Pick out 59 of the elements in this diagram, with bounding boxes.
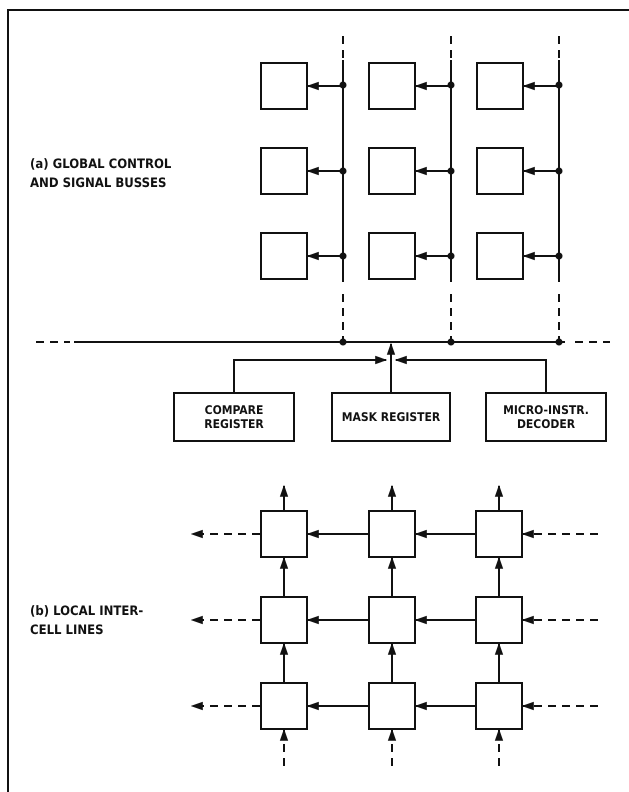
arrow — [306, 616, 368, 624]
cell-box — [260, 510, 308, 558]
register-box: MASK REGISTER — [331, 392, 451, 442]
arrow — [414, 82, 451, 90]
arrow — [306, 82, 343, 90]
arrow — [190, 702, 260, 710]
cell-box — [368, 147, 416, 195]
arrow — [280, 556, 288, 596]
cell-box — [260, 596, 308, 644]
cell-box — [368, 62, 416, 110]
arrow — [233, 356, 388, 392]
cell-box — [368, 596, 416, 644]
section-label: (a) GLOBAL CONTROL AND SIGNAL BUSSES — [30, 156, 172, 193]
arrow — [190, 616, 260, 624]
cell-box — [260, 682, 308, 730]
cell-box — [260, 147, 308, 195]
cell-box — [368, 232, 416, 280]
arrow — [190, 530, 260, 538]
arrow — [306, 166, 343, 176]
arrow — [522, 252, 559, 260]
cell-box — [476, 232, 524, 280]
arrow — [306, 252, 343, 260]
arrow — [414, 252, 451, 260]
arrow — [388, 484, 396, 510]
arrow — [494, 484, 504, 510]
arrow — [386, 342, 396, 392]
cell-box — [475, 596, 523, 644]
arrow — [306, 702, 368, 710]
arrow — [414, 166, 451, 176]
cell-box — [475, 510, 523, 558]
arrow — [494, 642, 504, 682]
arrow — [494, 556, 504, 596]
arrow — [414, 702, 475, 710]
cell-box — [368, 682, 416, 730]
arrow — [280, 484, 288, 510]
register-box: MICRO-INSTR. DECODER — [485, 392, 607, 442]
arrow — [522, 82, 559, 90]
arrow — [494, 728, 504, 766]
arrow — [522, 530, 598, 538]
cell-box — [476, 62, 524, 110]
arrow — [522, 702, 598, 710]
arrow — [388, 728, 396, 766]
register-box: COMPARE REGISTER — [173, 392, 295, 442]
cell-box — [476, 147, 524, 195]
arrow — [522, 166, 559, 176]
arrow — [280, 728, 288, 766]
arrow — [522, 616, 598, 624]
arrow — [388, 642, 396, 682]
arrow — [414, 616, 475, 624]
arrow — [306, 530, 368, 538]
arrow — [388, 556, 396, 596]
arrow — [280, 642, 288, 682]
cell-box — [260, 62, 308, 110]
cell-box — [475, 682, 523, 730]
cell-box — [260, 232, 308, 280]
arrow — [394, 356, 547, 392]
cell-box — [368, 510, 416, 558]
section-label: (b) LOCAL INTER-CELL LINES — [30, 603, 144, 640]
arrow — [414, 530, 475, 538]
